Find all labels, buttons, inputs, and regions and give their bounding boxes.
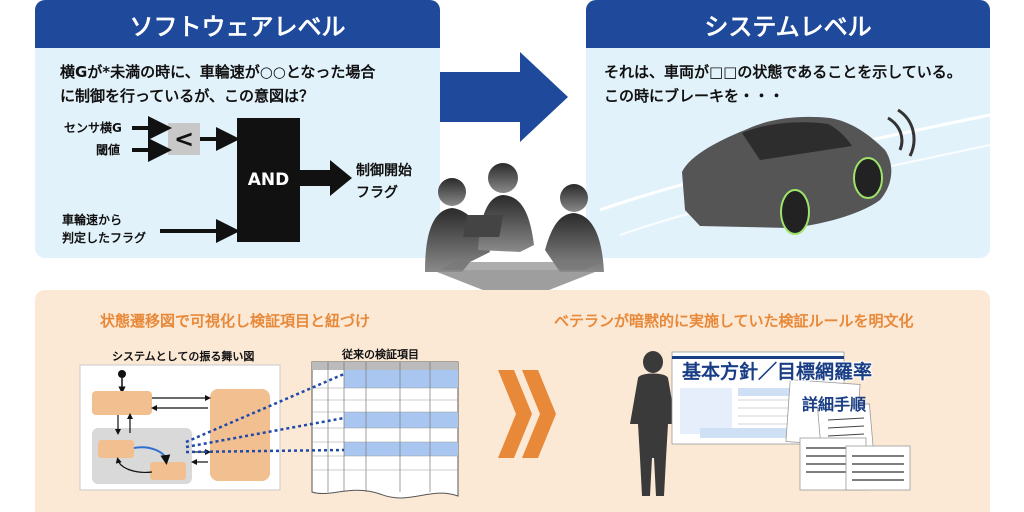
engineer-silhouette: [630, 351, 676, 496]
state-transition-heading: 状態遷移図で可視化し検証項目と紐づけ: [100, 312, 371, 330]
front-wheel-icon: [780, 189, 810, 235]
link-line-1: [185, 372, 345, 444]
initial-state-dot: [118, 370, 126, 378]
policy-coverage-title: 基本方針／目標網羅率: [682, 361, 873, 383]
threshold-input-label: 閾値: [96, 143, 121, 157]
question-line-2: に制御を行っているが、この意図は？: [60, 87, 314, 105]
rules-document-stack: [671, 351, 911, 491]
legacy-verification-table: [311, 361, 459, 499]
control-start-flag-line-2: フラグ: [356, 185, 398, 201]
system-text-line-2: この時にブレーキを・・・: [604, 87, 785, 105]
substate-box-2: [150, 462, 186, 480]
legacy-items-label: 従来の検証項目: [342, 348, 419, 361]
person-2-body: [478, 195, 534, 252]
person-1-head: [438, 178, 466, 206]
control-start-flag-label: 制御開始 フラグ: [356, 160, 412, 204]
rear-wheel-icon: [853, 157, 883, 199]
and-gate-block: AND: [237, 118, 300, 242]
and-output-arrow: [300, 160, 352, 196]
question-line-1: 横Gが*未満の時に、車輪速が○○となった場合: [60, 63, 376, 81]
wheel-flag-label-1: 車輪速から: [62, 213, 123, 227]
person-2-head: [488, 163, 518, 193]
state-box-large: [210, 389, 270, 481]
behavior-diagram-label: システムとしての振る舞い図: [112, 350, 255, 363]
car-window-icon: [742, 122, 852, 160]
motion-arc-2: [897, 108, 916, 157]
person-3-head: [560, 184, 588, 212]
link-line-3: [185, 448, 345, 454]
motion-arc-1: [887, 116, 904, 151]
person-3-body: [545, 213, 604, 272]
control-start-flag-line-1: 制御開始: [356, 163, 412, 179]
comparator-block: <: [168, 123, 200, 155]
substate-box-1: [98, 440, 134, 458]
system-level-panel: システムレベル: [586, 0, 990, 258]
table-surface: [440, 262, 600, 270]
chevron-icon-2: [522, 370, 556, 458]
system-level-title: システムレベル: [586, 0, 990, 48]
laptop-icon: [463, 215, 504, 237]
down-arrow: [432, 270, 600, 303]
state-box-top: [92, 391, 152, 415]
detailed-procedure-title: 詳細手順: [802, 395, 867, 414]
level-transition-arrow: [440, 52, 568, 142]
wheel-flag-label-2: 判定したフラグ: [62, 231, 147, 245]
sensor-input-label: センサ横G: [64, 121, 122, 135]
system-text-line-1: それは、車両が□□の状態であることを示している。: [604, 63, 962, 81]
software-level-title: ソフトウェアレベル: [35, 0, 440, 48]
chevron-icon-1: [498, 370, 532, 458]
link-line-2: [185, 416, 345, 449]
veteran-rules-heading: ベテランが暗黙的に実施していた検証ルールを明文化: [554, 312, 914, 330]
